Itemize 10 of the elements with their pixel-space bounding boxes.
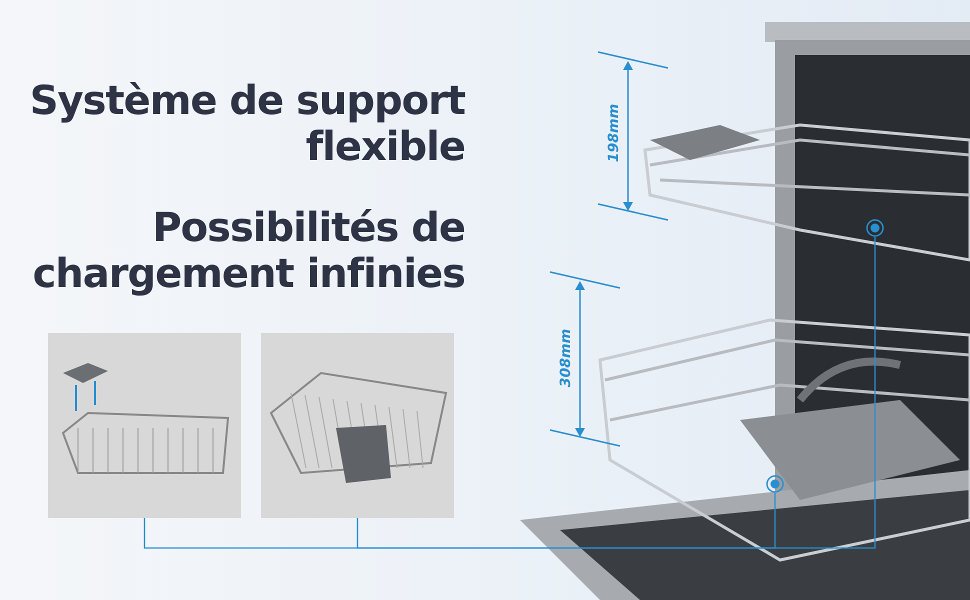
leader-line	[144, 237, 876, 549]
leader-line	[356, 493, 776, 549]
marker-dot	[766, 475, 784, 493]
upper-rack-picture	[48, 333, 241, 518]
subheading: Possibilités de chargement infinies	[32, 205, 465, 297]
lower-rack-picture	[261, 333, 454, 518]
dimension-label: 198mm	[606, 104, 622, 162]
dimension-label: 308mm	[558, 328, 574, 388]
heading: Système de support flexible	[28, 78, 465, 170]
marker-dot	[866, 219, 884, 237]
